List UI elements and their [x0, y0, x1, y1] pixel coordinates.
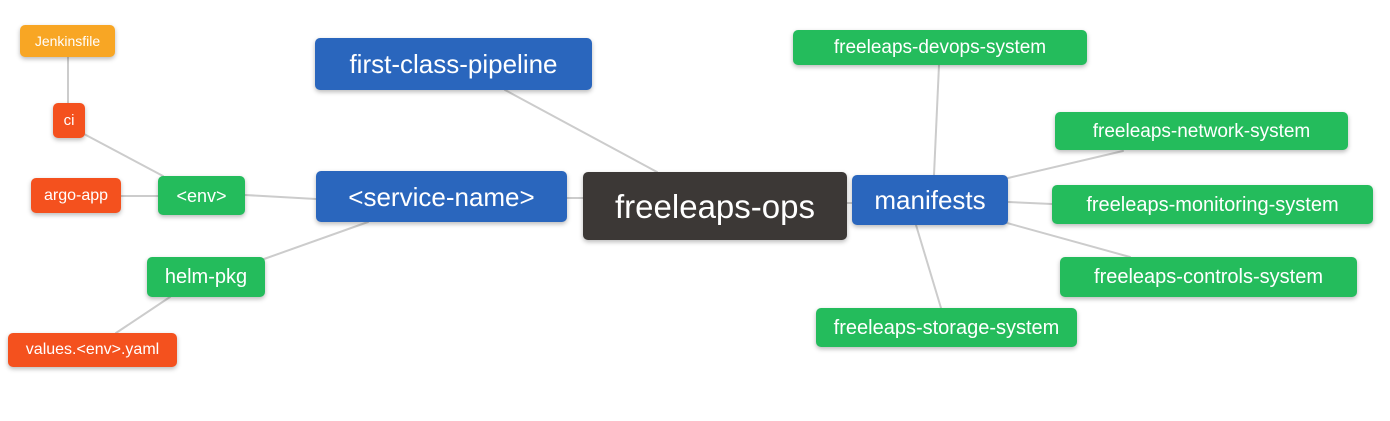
edge-ci-env: [83, 133, 164, 177]
node-controls-system[interactable]: freeleaps-controls-system: [1060, 257, 1357, 297]
node-ci[interactable]: ci: [53, 103, 85, 138]
node-first-class-pipeline[interactable]: first-class-pipeline: [315, 38, 592, 90]
node-jenkinsfile[interactable]: Jenkinsfile: [20, 25, 115, 57]
node-service-name[interactable]: <service-name>: [316, 171, 567, 222]
node-env[interactable]: <env>: [158, 176, 245, 215]
node-helm-pkg[interactable]: helm-pkg: [147, 257, 265, 297]
edge-manifests-storage-system: [915, 224, 942, 309]
edge-helm-pkg-service-name: [263, 221, 369, 260]
node-freeleaps-ops[interactable]: freeleaps-ops: [583, 172, 847, 240]
node-monitoring-system[interactable]: freeleaps-monitoring-system: [1052, 185, 1373, 224]
node-network-system[interactable]: freeleaps-network-system: [1055, 112, 1348, 150]
edge-manifests-monitoring: [1007, 201, 1053, 205]
edge-manifests-network-system: [1007, 150, 1124, 179]
node-storage-system[interactable]: freeleaps-storage-system: [816, 308, 1077, 347]
node-manifests[interactable]: manifests: [852, 175, 1008, 225]
node-values-env-yaml[interactable]: values.<env>.yaml: [8, 333, 177, 367]
node-devops-system[interactable]: freeleaps-devops-system: [793, 30, 1087, 65]
edge-manifests-devops-system: [933, 64, 940, 176]
edge-values-helm-pkg: [115, 296, 171, 334]
node-argo-app[interactable]: argo-app: [31, 178, 121, 213]
edge-env-service-name: [244, 194, 317, 200]
edge-pipeline-freeleaps-ops: [504, 89, 658, 173]
edge-manifests-controls-system: [1006, 222, 1131, 258]
